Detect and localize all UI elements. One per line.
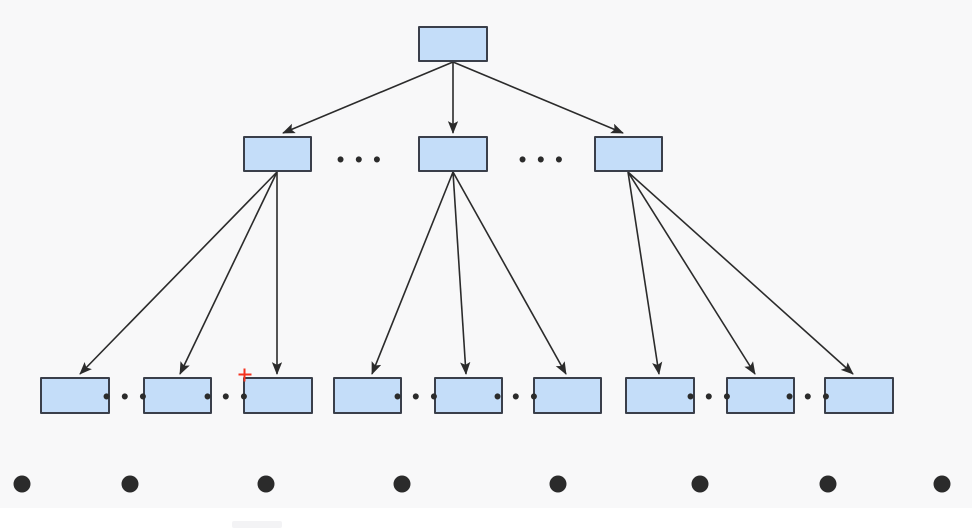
tree-node-b8[interactable] [726, 377, 795, 414]
leaf-dot-dot-4 [393, 475, 411, 493]
tree-node-m2[interactable] [418, 136, 488, 172]
tree-node-b3[interactable] [243, 377, 313, 414]
tree-node-b9[interactable] [824, 377, 894, 414]
leaf-dot-dot-6 [691, 475, 709, 493]
leaf-dot-dot-2 [121, 475, 139, 493]
leaf-dot-dot-1 [13, 475, 31, 493]
tree-node-b1[interactable] [40, 377, 110, 414]
tree-node-m3[interactable] [594, 136, 663, 172]
leaf-dot-dot-8 [933, 475, 951, 493]
tree-node-b6[interactable] [533, 377, 602, 414]
leaf-dot-dot-3 [257, 475, 275, 493]
tree-node-b7[interactable] [625, 377, 695, 414]
footer-artifact [232, 521, 282, 528]
ellipsis-leaf-ellipsis-3: • • • [393, 385, 441, 409]
tree-node-b5[interactable] [434, 377, 503, 414]
ellipsis-mid-ellipsis-2: • • • [518, 148, 566, 172]
diagram-canvas-background [0, 0, 972, 508]
crosshair-cursor-marker [238, 368, 252, 382]
ellipsis-leaf-ellipsis-4: • • • [493, 385, 541, 409]
leaf-dot-dot-5 [549, 475, 567, 493]
ellipsis-mid-ellipsis-1: • • • [336, 148, 384, 172]
tree-node-m1[interactable] [243, 136, 312, 172]
ellipsis-leaf-ellipsis-5: • • • [686, 385, 734, 409]
tree-node-b4[interactable] [333, 377, 402, 414]
ellipsis-leaf-ellipsis-2: • • • [203, 385, 251, 409]
tree-node-root[interactable] [418, 26, 488, 62]
ellipsis-leaf-ellipsis-1: • • • [102, 385, 150, 409]
leaf-dot-dot-7 [819, 475, 837, 493]
tree-node-b2[interactable] [143, 377, 212, 414]
ellipsis-leaf-ellipsis-6: • • • [785, 385, 833, 409]
